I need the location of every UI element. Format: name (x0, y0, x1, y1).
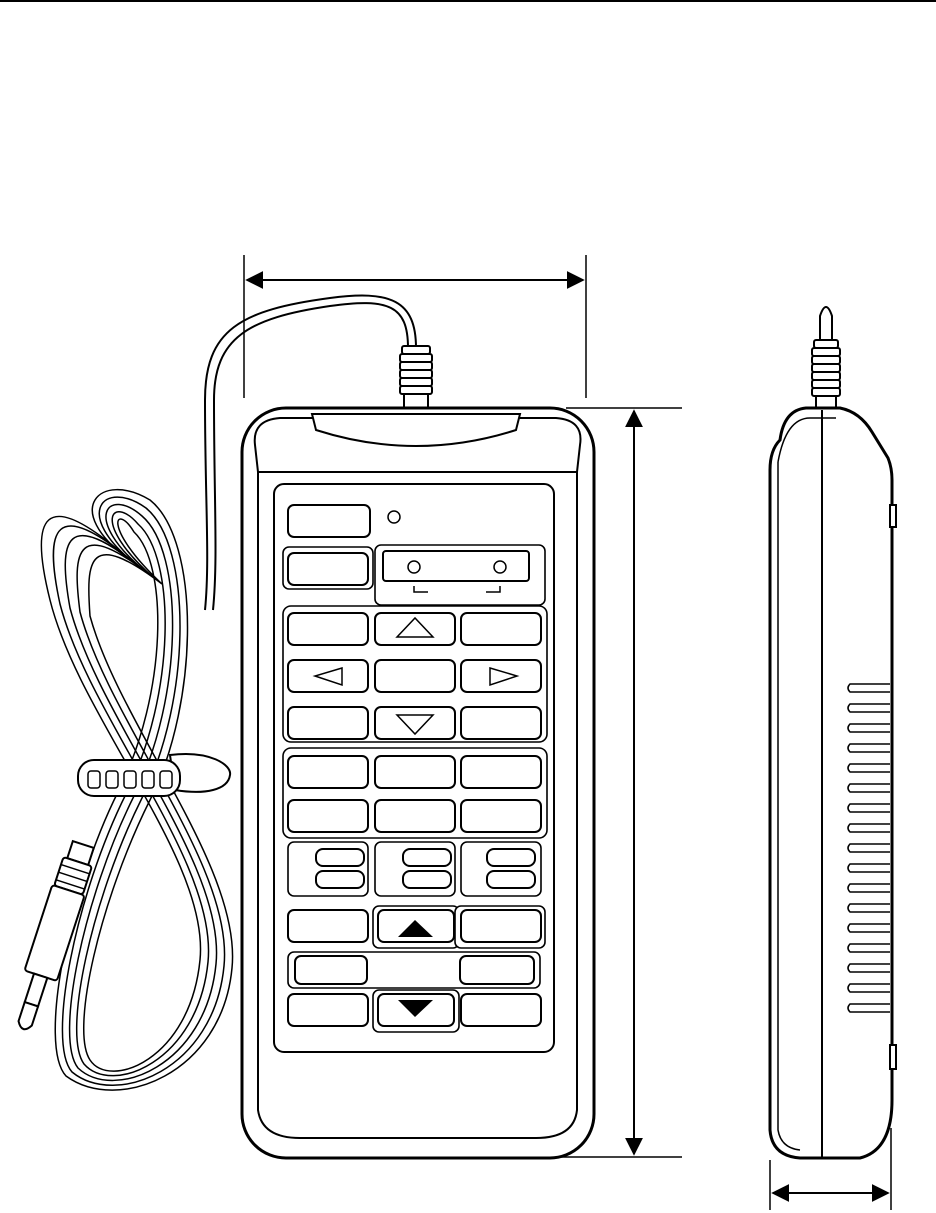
side-button-top[interactable] (890, 505, 896, 527)
bottom-left-button-3[interactable] (288, 994, 368, 1026)
bottom-left-button-2[interactable] (295, 956, 367, 984)
dpad-left-button[interactable] (288, 660, 368, 692)
function-button-3[interactable] (461, 756, 541, 788)
bottom-right-button-1[interactable] (461, 910, 541, 942)
bottom-left-button-1[interactable] (288, 910, 368, 942)
front-connector (400, 346, 432, 408)
power-button[interactable] (288, 505, 370, 537)
cable-tie (78, 754, 230, 796)
bottom-right-button-3[interactable] (461, 994, 541, 1026)
mode-button[interactable] (288, 553, 368, 585)
function-button-4[interactable] (288, 800, 368, 832)
front-view (242, 346, 594, 1158)
function-button-6[interactable] (461, 800, 541, 832)
side-body (770, 408, 892, 1158)
dpad-upright-button[interactable] (461, 613, 541, 645)
dpad-downleft-button[interactable] (288, 707, 368, 739)
side-view (770, 307, 896, 1158)
rocker-1-down[interactable] (316, 871, 364, 888)
rocker-3-up[interactable] (487, 849, 535, 866)
side-connector (812, 307, 840, 408)
rocker-1-up[interactable] (316, 849, 364, 866)
dpad-center-button[interactable] (375, 660, 455, 692)
function-button-2[interactable] (375, 756, 455, 788)
dpad-downright-button[interactable] (461, 707, 541, 739)
rocker-2-down[interactable] (403, 871, 451, 888)
rocker-2-up[interactable] (403, 849, 451, 866)
cassette-switch[interactable] (383, 551, 529, 581)
function-button-5[interactable] (375, 800, 455, 832)
dpad-upleft-button[interactable] (288, 613, 368, 645)
rocker-3-down[interactable] (487, 871, 535, 888)
bottom-right-button-2[interactable] (460, 956, 534, 984)
side-button-bottom[interactable] (890, 1045, 896, 1069)
dpad-right-button[interactable] (461, 660, 541, 692)
function-button-1[interactable] (288, 756, 368, 788)
